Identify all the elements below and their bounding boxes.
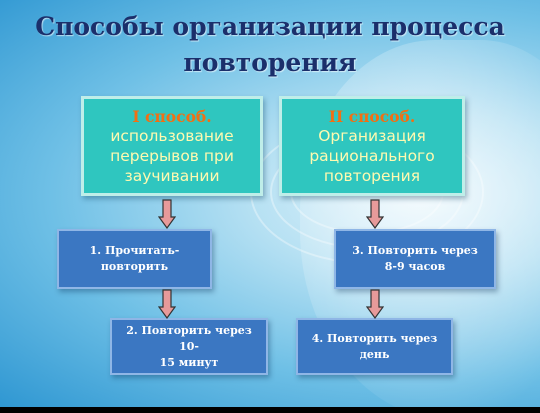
method-1-text-line: заучивании [124,166,220,185]
method-1-box: I способ. использование перерывов при за… [81,96,263,196]
down-arrow-icon [366,289,384,319]
slide-title-line-2: повторения [183,48,357,77]
slide-title-line-1: Способы организации процесса [35,12,505,41]
method-2-label: II способ. [328,106,416,126]
method-1-label: I способ. [132,106,212,126]
step-2-text-line: 15 минут [159,355,219,369]
method-2-box: II способ. Организация рационального пов… [279,96,465,196]
method-1-text-line: перерывов при [110,146,234,165]
method-2-text-line: повторения [323,166,421,185]
step-1-text-line: повторить [100,260,169,273]
method-2-text-line: Организация [318,126,426,145]
step-1-box: 1. Прочитать- повторить [57,229,212,289]
down-arrow-icon [366,199,384,229]
step-2-text-line: 2. Повторить через 10- [126,323,252,353]
step-3-box: 3. Повторить через 8-9 часов [334,229,496,289]
step-4-text-line: день [359,347,390,361]
step-1-text-line: 1. Прочитать- [89,244,180,257]
step-3-text-line: 8-9 часов [384,260,446,273]
method-2-text-line: рационального [309,146,435,165]
step-2-box: 2. Повторить через 10- 15 минут [110,318,268,375]
down-arrow-icon [158,199,176,229]
step-3-text-line: 3. Повторить через [352,244,478,257]
step-4-text-line: 4. Повторить через [311,331,438,345]
step-4-box: 4. Повторить через день [296,318,453,375]
down-arrow-icon [158,289,176,319]
method-1-text-line: использование [110,126,234,145]
